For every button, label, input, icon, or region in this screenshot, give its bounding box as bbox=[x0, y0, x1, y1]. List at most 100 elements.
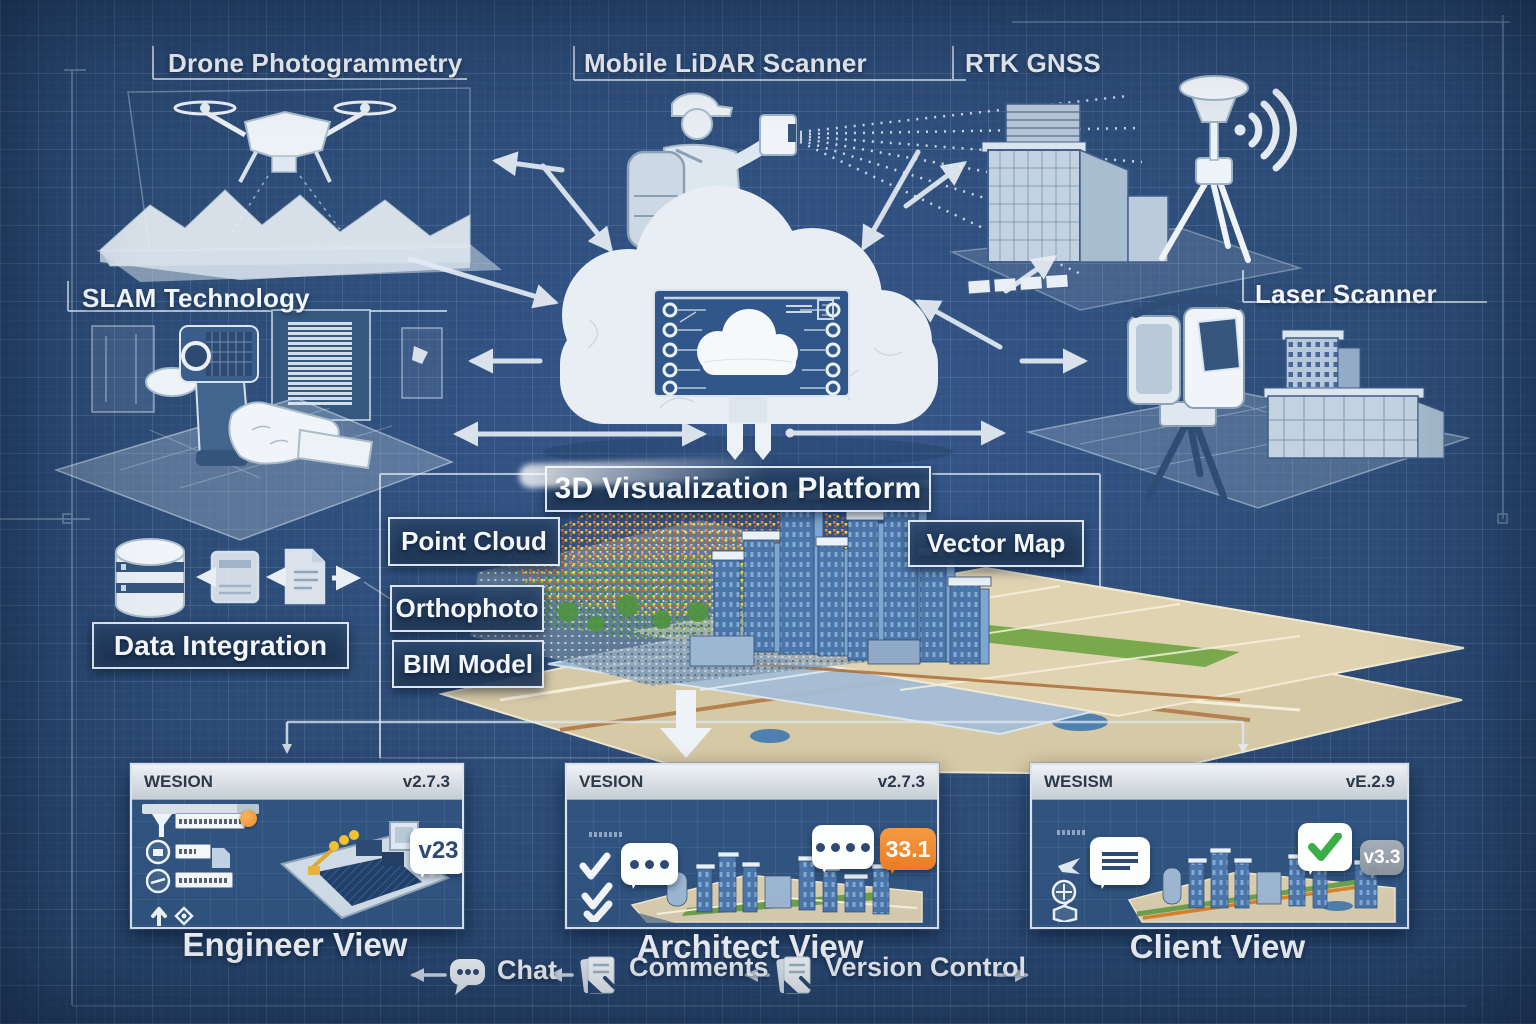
client-version-text: vE.2.9 bbox=[1345, 772, 1395, 791]
rtk-gnss-icon bbox=[949, 75, 1303, 311]
engineer-site-model bbox=[279, 821, 451, 920]
client-view-caption: Client View bbox=[1129, 928, 1306, 965]
architect-version-text: v2.7.3 bbox=[877, 772, 925, 791]
engineer-view-caption: Engineer View bbox=[182, 926, 408, 963]
progress-bar-handle bbox=[237, 804, 259, 814]
client-view-panel: WESISM vE.2.9 bbox=[1030, 763, 1409, 929]
laser-scanner-icon bbox=[1025, 294, 1471, 509]
orange-status-dot bbox=[240, 810, 257, 827]
green-checkmark-icon bbox=[1308, 833, 1342, 861]
toolbar-field-1 bbox=[175, 813, 245, 829]
approval-bubble bbox=[1298, 823, 1352, 875]
architect-view-titlebar: VESION v2.7.3 bbox=[567, 765, 937, 800]
slam-scanner-icon bbox=[53, 309, 455, 541]
city-towers bbox=[689, 478, 992, 667]
engineer-badge-text: v23 bbox=[418, 837, 459, 864]
platform-title-bar: 3D Visualization Platform bbox=[545, 466, 931, 512]
cloud-hub-glyphs bbox=[786, 299, 834, 320]
architect-annotation-badge: 33.1 bbox=[880, 828, 936, 874]
client-view-body: v3.3 bbox=[1032, 800, 1407, 926]
checkmark-icon bbox=[579, 852, 611, 880]
engineer-view-panel: WESION v2.7.3 bbox=[130, 763, 464, 929]
platform-title: 3D Visualization Platform bbox=[554, 472, 922, 505]
drone-photogrammetry-label: Drone Photogrammetry bbox=[168, 48, 463, 78]
toolbar-field-2 bbox=[175, 844, 211, 859]
orthophoto-label: Orthophoto bbox=[395, 593, 539, 623]
gnss-antenna-icon bbox=[1159, 75, 1251, 263]
progress-bar bbox=[142, 804, 259, 814]
box-icon bbox=[1052, 904, 1078, 922]
checkmark-icon bbox=[581, 882, 613, 910]
engineer-view-titlebar: WESION v2.7.3 bbox=[132, 765, 462, 800]
comment-bubble-4dots bbox=[812, 825, 874, 873]
client-version-badge: v3.3 bbox=[1360, 840, 1404, 879]
layer-chip-orthophoto: Orthophoto bbox=[390, 585, 544, 632]
architect-checkmarks bbox=[579, 852, 613, 922]
comments-label: Comments bbox=[629, 952, 769, 982]
rtk-gnss-label: RTK GNSS bbox=[965, 48, 1101, 78]
plane-icon bbox=[1058, 858, 1080, 874]
arrow-up-icon bbox=[151, 907, 167, 926]
toolbar-field-3 bbox=[175, 872, 233, 888]
checkmark-icon bbox=[583, 900, 613, 922]
architect-view-caption: Architect View bbox=[636, 928, 864, 965]
comment-bubble-3dots bbox=[621, 843, 678, 889]
flow-arrows bbox=[407, 149, 1088, 447]
data-integration-label: Data Integration bbox=[113, 629, 328, 661]
architect-view-panel: VESION v2.7.3 bbox=[565, 763, 939, 929]
layer-chip-vector-map: Vector Map bbox=[908, 520, 1084, 567]
annotation-garble bbox=[1057, 830, 1087, 835]
engineer-view-body: v23 bbox=[132, 800, 462, 926]
architect-view-body: 33.1 bbox=[567, 800, 937, 926]
client-view-titlebar: WESISM vE.2.9 bbox=[1032, 765, 1407, 800]
chat-label: Chat bbox=[497, 955, 557, 985]
laser-scanner-label: Laser Scanner bbox=[1255, 279, 1437, 309]
chat-bubble-icon bbox=[450, 959, 485, 995]
construction-lines bbox=[0, 15, 1510, 1007]
client-badge-text: v3.3 bbox=[1363, 846, 1401, 868]
message-bubble-lines bbox=[1090, 837, 1150, 889]
version-control-label: Version Control bbox=[825, 952, 1027, 982]
architect-titlebar-text: VESION bbox=[579, 772, 644, 791]
data-integration-icons bbox=[115, 538, 393, 618]
version-control-doc-icon bbox=[776, 956, 812, 994]
cloud-hub-ports bbox=[662, 302, 841, 396]
layer-chip-point-cloud: Point Cloud bbox=[388, 517, 560, 566]
database-icon bbox=[115, 538, 185, 618]
bubble-dots bbox=[630, 859, 669, 869]
client-titlebar-text: WESISM bbox=[1044, 772, 1113, 791]
legend-comments: Comments bbox=[578, 952, 769, 998]
wifi-signal-icon bbox=[1234, 88, 1297, 172]
filter-funnel-icon bbox=[152, 814, 172, 837]
bim-model-label: BIM Model bbox=[403, 648, 533, 679]
layer-chip-bim-model: BIM Model bbox=[392, 640, 544, 688]
annotation-garble bbox=[589, 832, 623, 837]
page-icon bbox=[212, 848, 230, 868]
engineer-version-badge: v23 bbox=[410, 828, 462, 878]
cloud-hub-icon bbox=[543, 186, 953, 468]
comments-doc-icon bbox=[580, 956, 616, 994]
data-card-icon bbox=[210, 550, 260, 604]
distribution-lines bbox=[282, 690, 1248, 758]
legend-version-control: Version Control bbox=[774, 952, 1026, 998]
mobile-lidar-label: Mobile LiDAR Scanner bbox=[584, 48, 867, 78]
client-sidebar-icons bbox=[1051, 858, 1080, 922]
architect-city-model bbox=[627, 851, 923, 926]
document-file-icon bbox=[284, 548, 326, 605]
drone-photogrammetry-icon bbox=[96, 87, 502, 282]
vector-map-label: Vector Map bbox=[926, 528, 1066, 558]
bubble-lines bbox=[1102, 852, 1138, 870]
engineer-version-text: v2.7.3 bbox=[402, 772, 450, 791]
architect-badge-text: 33.1 bbox=[885, 835, 931, 862]
bubble-dots bbox=[816, 842, 870, 852]
label-leader-lines bbox=[67, 46, 1487, 758]
slam-technology-label: SLAM Technology bbox=[82, 283, 310, 313]
big-down-arrow bbox=[660, 690, 712, 758]
legend-chat: Chat bbox=[448, 955, 557, 997]
data-integration-box: Data Integration bbox=[92, 622, 349, 669]
point-cloud-label: Point Cloud bbox=[401, 526, 547, 556]
pin-diamond-icon bbox=[174, 906, 194, 926]
engineer-toolbar-icons bbox=[146, 814, 230, 926]
